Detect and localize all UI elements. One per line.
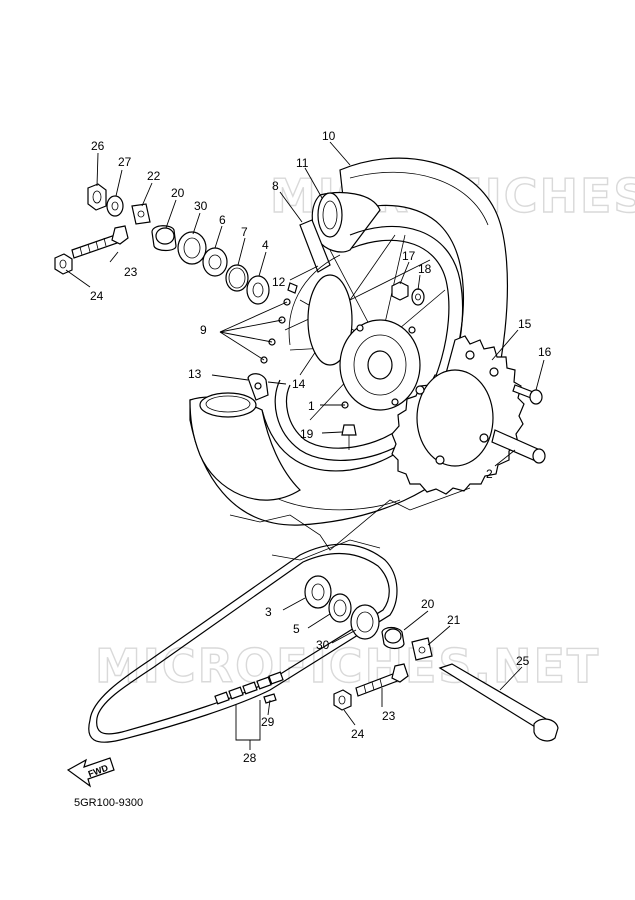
nut-top [54,253,73,275]
callout-20: 20 [171,186,185,200]
callout-13: 13 [188,367,202,381]
callout-22: 22 [147,169,161,183]
callout-24: 24 [90,289,104,303]
circlip-7 [225,264,249,292]
callout-19: 19 [300,427,314,441]
oil-seal-30-bottom [350,604,380,640]
callout-6: 6 [219,213,226,227]
callout-28: 28 [243,751,257,765]
axle-25 [438,663,559,742]
callout-5-bottom: 5 [293,622,300,636]
callout-7: 7 [241,225,248,239]
callout-16: 16 [538,345,552,359]
rear-sprocket [391,335,525,495]
callout-30: 30 [194,199,208,213]
bearing-4 [246,275,270,305]
callout-4: 4 [262,238,269,252]
collar-20-top [151,225,177,252]
callout-26: 26 [91,139,105,153]
callout-11: 11 [296,156,309,170]
assembly-divider-lower [271,539,381,561]
axle-nut [87,183,107,211]
wheel-hub [307,274,421,411]
brake-disc-bolt-clip [247,373,269,401]
bearing-6-top [202,247,228,277]
callout-25: 25 [516,654,530,668]
spacer-5-bottom [328,593,352,623]
callout-14: 14 [292,377,306,391]
callout-20-bottom: 20 [421,597,435,611]
nut-bottom [333,689,352,711]
forward-arrow: FWD [66,757,115,788]
collar-20-bottom [381,626,405,650]
adjusting-bolt-top [71,225,129,259]
watermark-bottom: MICROFICHES.NET [95,639,600,693]
callout-30-bottom: 30 [316,638,330,652]
chain-puller-22 [131,203,151,225]
bearing-3-bottom [304,575,332,609]
collar [491,429,546,464]
callout-9: 9 [200,323,207,337]
callout-29: 29 [261,715,275,729]
callout-numbers: 10 11 8 12 9 13 14 1 19 17 18 15 16 2 26… [90,129,552,765]
callout-24-bottom: 24 [351,727,365,741]
diagram-code: 5GR100-9300 [74,797,144,809]
inner-tube-and-rim-band [299,192,381,273]
callout-3-bottom: 3 [265,605,272,619]
leader-lines [65,141,545,750]
callout-18: 18 [418,262,432,276]
callout-8: 8 [272,179,279,193]
callout-15: 15 [518,317,532,331]
sprocket-nut-and-washer [391,281,425,306]
valve [341,424,357,450]
callout-21: 21 [447,613,461,627]
callout-10: 10 [322,129,336,143]
callout-12: 12 [272,275,286,289]
assembly-divider [229,487,471,551]
sprocket-bolt [512,384,543,405]
callout-1: 1 [308,399,315,413]
callout-2: 2 [486,467,493,481]
chain-joint [214,671,284,705]
oil-seal-30-top [177,231,207,265]
washer-27 [106,195,124,217]
callout-23-bottom: 23 [382,709,396,723]
chain-puller-21 [411,637,433,661]
callout-17: 17 [402,249,416,263]
drive-chain [88,543,398,743]
callout-23: 23 [124,265,138,279]
callout-27: 27 [118,155,132,169]
adjusting-bolt-bottom [355,663,409,697]
